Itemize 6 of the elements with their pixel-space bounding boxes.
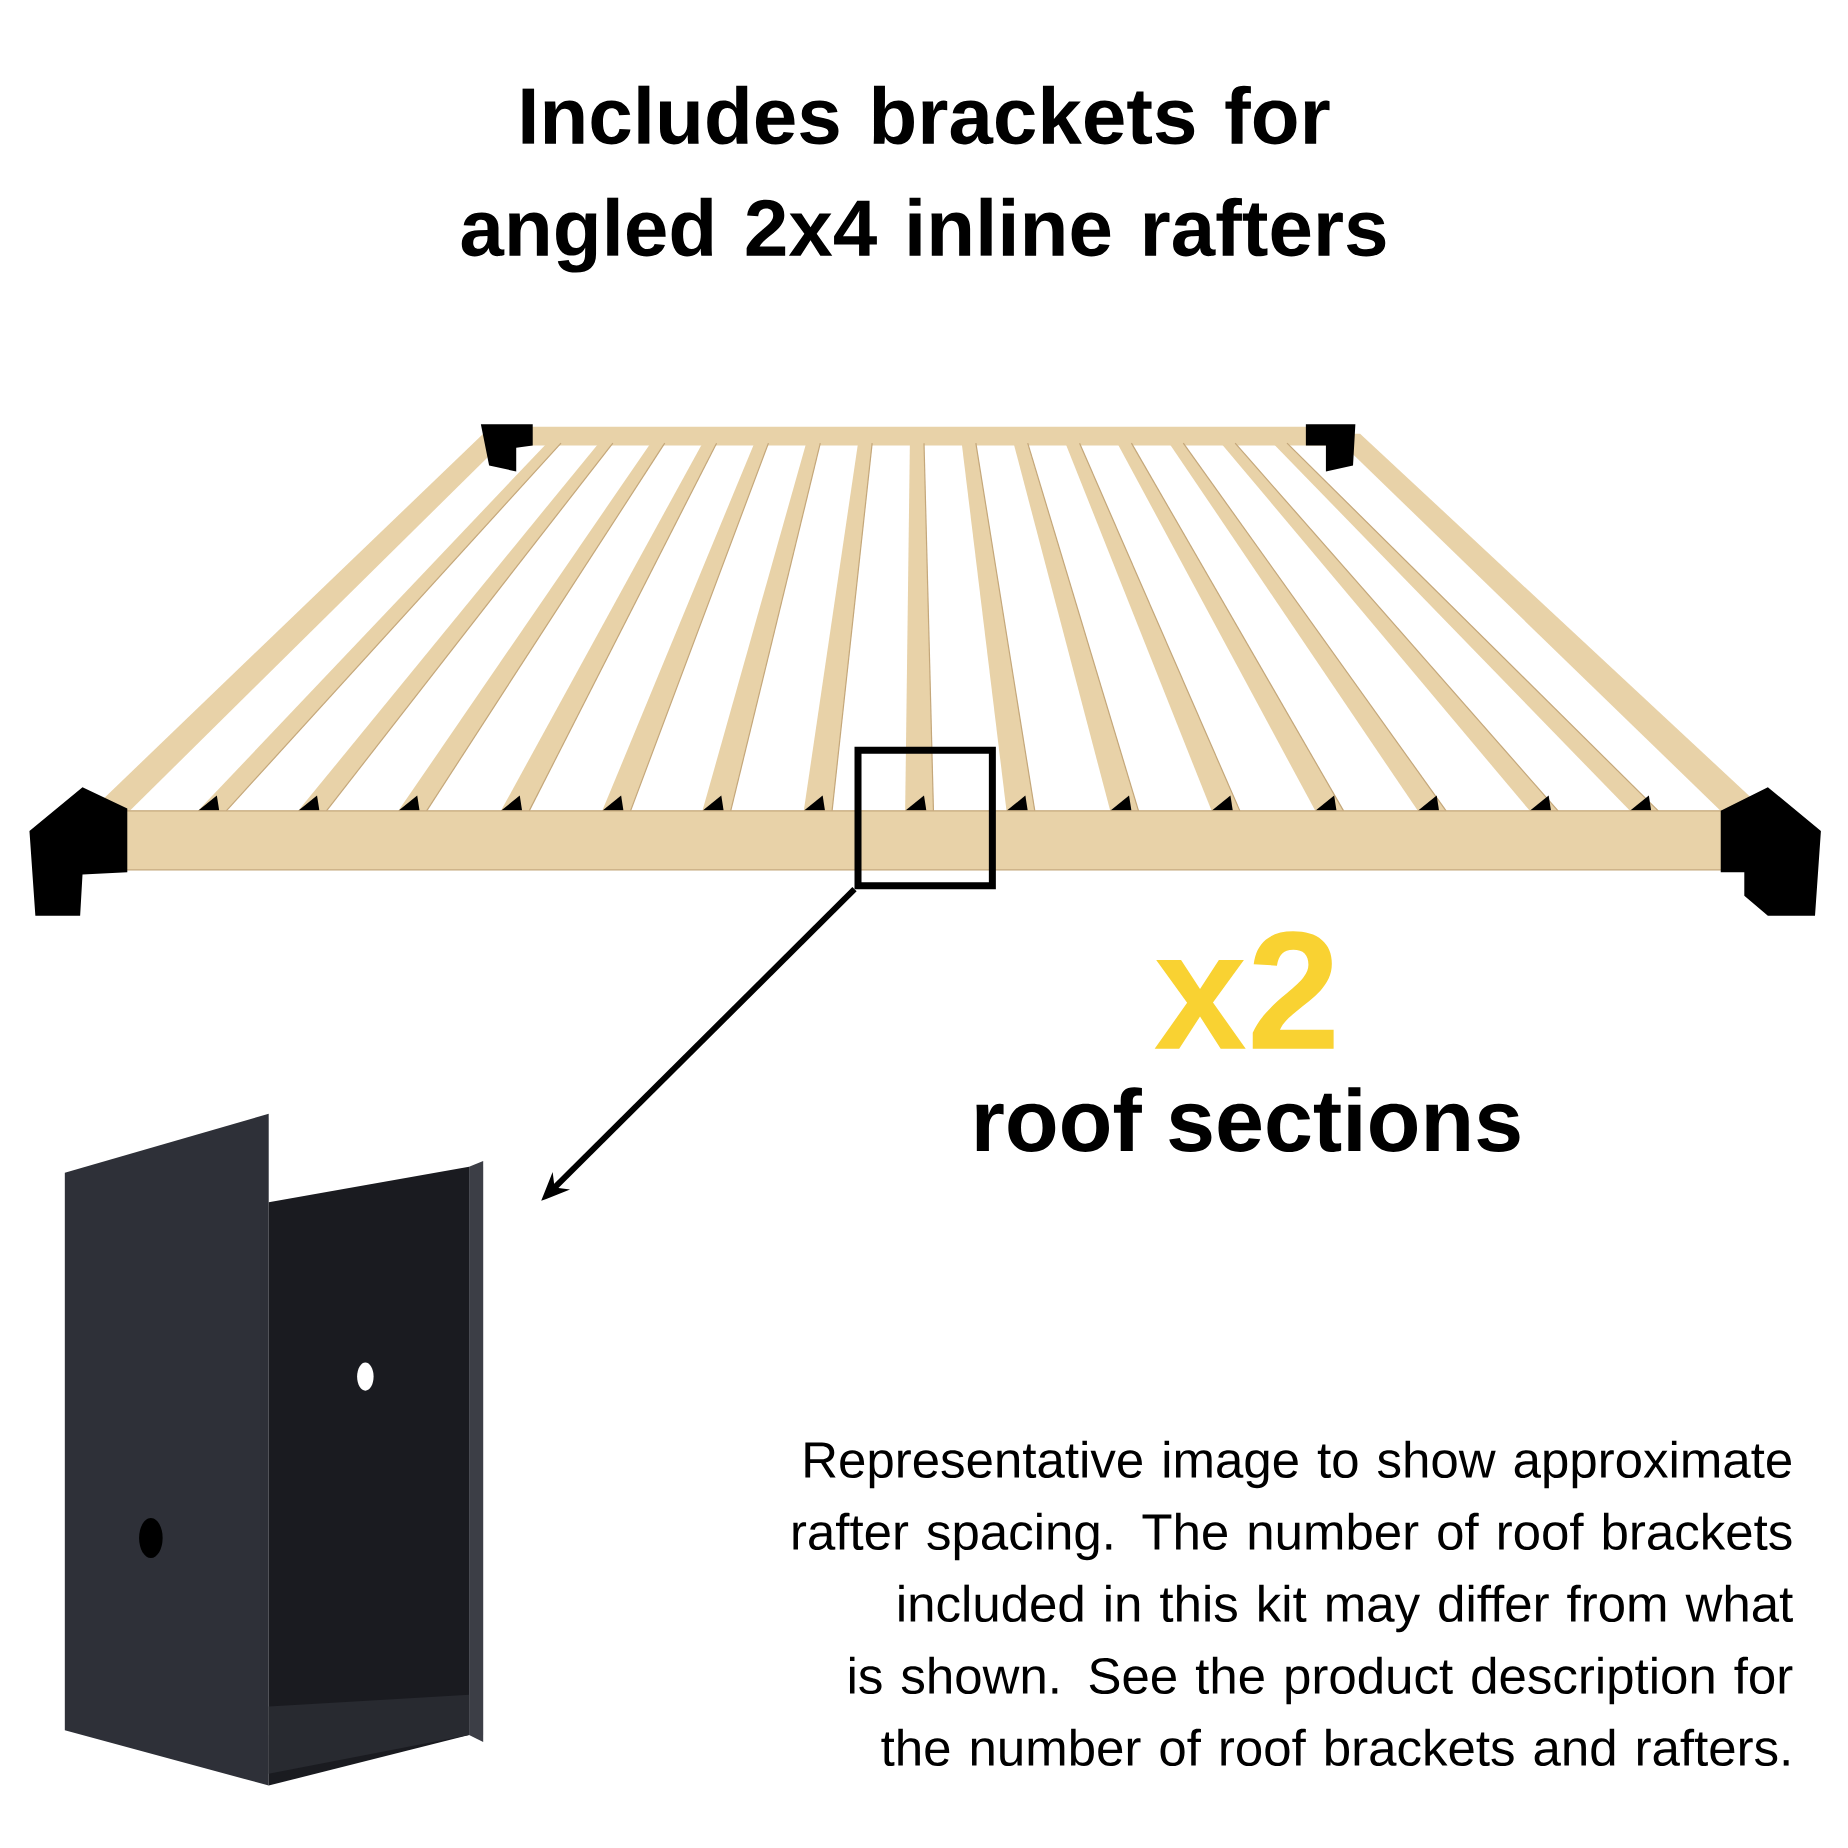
note-text: Representative image to show approximate rafter spacing. The number of roof brackets included in this kit may differ from what is shown. See the product description for the number of roof brackets and rafters.	[793, 1440, 1793, 1767]
title: Includes brackets for angled 2x4 inline rafters	[461, 85, 1386, 273]
quantity-caption: roof sections	[976, 1087, 1520, 1152]
quantity-label: x2	[1154, 931, 1334, 1049]
bracket-drawing	[64, 1113, 484, 1786]
zoom-box	[854, 746, 996, 890]
